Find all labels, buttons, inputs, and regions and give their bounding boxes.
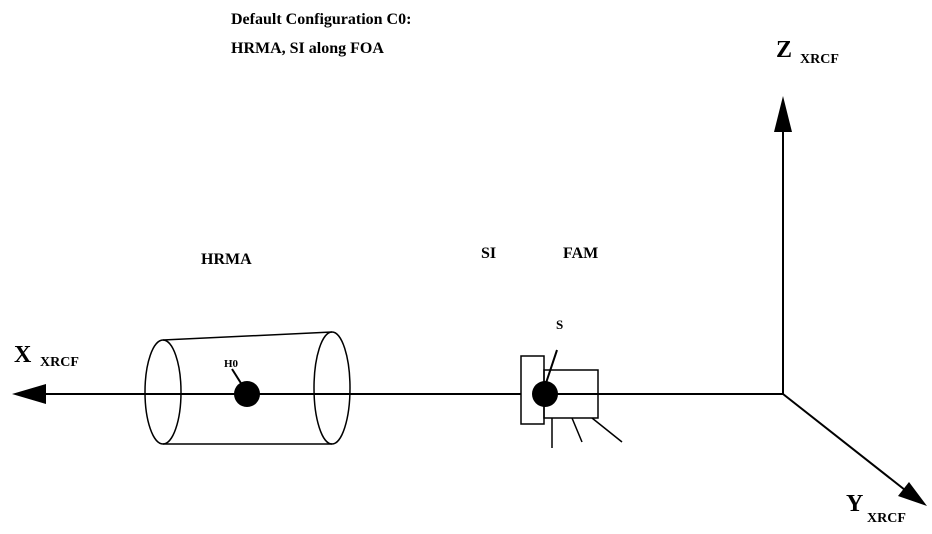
y-axis-subscript: XRCF <box>867 511 906 526</box>
hrma-cylinder <box>144 331 351 445</box>
hrma-front-ellipse <box>144 339 182 445</box>
si-label: SI <box>481 245 496 262</box>
y-axis-label: Y <box>846 491 863 517</box>
z-axis: Z XRCF <box>774 37 839 394</box>
fam-label: FAM <box>563 245 598 262</box>
fam-leg-3 <box>591 417 623 443</box>
z-axis-arrowhead <box>774 96 792 132</box>
s-point-label: S <box>556 317 563 332</box>
hrma-label: HRMA <box>201 251 252 268</box>
hrma-back-ellipse <box>313 331 351 445</box>
fam-leg-2 <box>571 417 583 443</box>
x-axis-label: X <box>14 342 32 368</box>
y-axis-arrowhead <box>898 482 927 506</box>
z-axis-subscript: XRCF <box>800 52 839 67</box>
x-axis: X XRCF <box>12 342 783 404</box>
x-axis-subscript: XRCF <box>40 355 79 370</box>
hrma-point-label: H0 <box>224 358 239 370</box>
hrma-point-h0 <box>231 368 260 407</box>
diagram-title-line1: Default Configuration C0: <box>231 11 411 28</box>
z-axis-label: Z <box>776 37 792 63</box>
x-axis-arrowhead <box>12 384 46 404</box>
si-point-s <box>532 349 558 407</box>
diagram-title-line2: HRMA, SI along FOA <box>231 40 384 57</box>
y-axis: Y XRCF <box>782 393 927 526</box>
si-fam-assembly <box>520 355 623 448</box>
